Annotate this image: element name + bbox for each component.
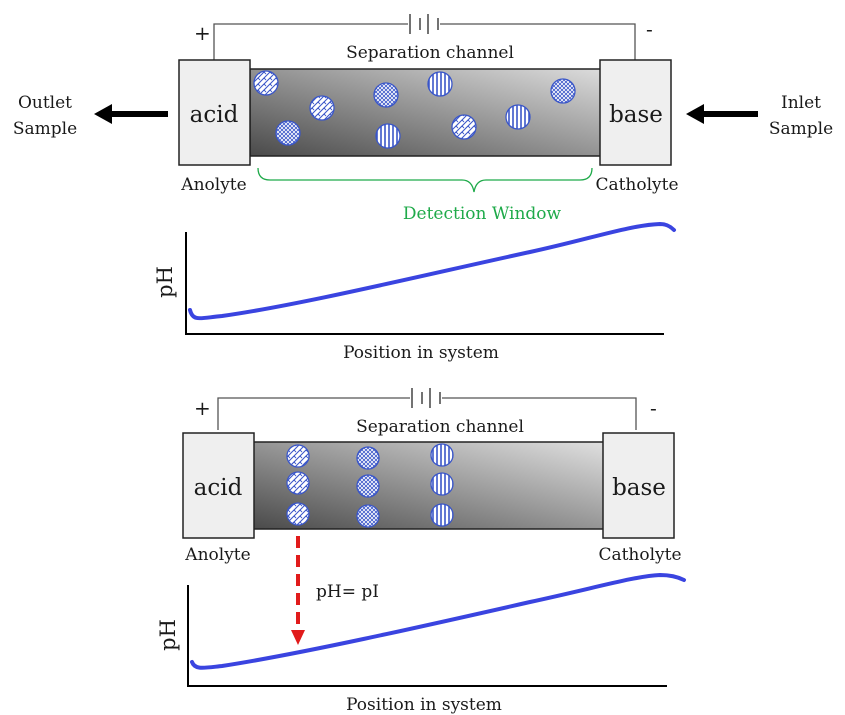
detection-window-brace — [257, 167, 593, 193]
bottom-base-label: base — [612, 475, 666, 501]
top-minus-sign: - — [646, 17, 653, 41]
particle-striped — [430, 503, 454, 527]
particle-dense — [356, 504, 380, 528]
particle-striped — [430, 443, 454, 467]
particle-dense — [550, 78, 576, 104]
bottom-base-reservoir — [602, 432, 675, 539]
inlet-label-line1: Inlet — [781, 93, 821, 113]
particle-dense — [356, 474, 380, 498]
bottom-circuit-wire — [217, 397, 637, 430]
top-plus-sign: + — [194, 21, 211, 45]
top-catholyte-label: Catholyte — [595, 175, 678, 195]
top-acid-reservoir — [178, 59, 251, 166]
top-ph-axis-label: pH — [153, 266, 177, 298]
top-acid-label: acid — [190, 102, 239, 128]
bottom-particles — [286, 443, 454, 528]
bottom-plot-axes — [187, 585, 667, 687]
particle-hatched — [309, 95, 335, 121]
bottom-catholyte-label: Catholyte — [598, 545, 681, 565]
particle-striped — [375, 123, 401, 149]
top-battery-icon — [409, 14, 439, 34]
bottom-plus-sign: + — [194, 396, 211, 420]
particle-hatched — [451, 114, 477, 140]
pi-marker-arrow — [291, 536, 305, 645]
top-channel-label: Separation channel — [346, 43, 514, 63]
pi-marker-label: pH= pI — [316, 582, 379, 602]
detection-window-label: Detection Window — [403, 204, 562, 224]
bottom-ph-axis-label: pH — [156, 619, 180, 651]
inlet-label-line2: Sample — [769, 119, 833, 139]
bottom-ph-curve — [190, 572, 686, 670]
particle-hatched — [286, 444, 310, 468]
particle-striped — [427, 71, 453, 97]
bottom-ph-plot: pH Position in system — [156, 572, 686, 715]
bottom-minus-sign: - — [650, 396, 657, 420]
outlet-arrow — [94, 104, 168, 124]
outlet-label-line1: Outlet — [18, 93, 72, 113]
bottom-acid-reservoir — [182, 432, 255, 539]
top-particles — [253, 70, 576, 149]
top-plot-axes — [185, 232, 664, 335]
top-ph-plot: pH Position in system — [153, 221, 676, 363]
particle-dense — [373, 82, 399, 108]
top-separation-channel — [249, 68, 603, 157]
particle-hatched — [253, 70, 279, 96]
top-circuit-wire — [213, 23, 636, 60]
bottom-system: + - Separation channel acid base Anolyte… — [156, 388, 686, 715]
top-anolyte-label: Anolyte — [180, 175, 246, 195]
bottom-position-axis-label: Position in system — [346, 695, 502, 715]
outlet-label-line2: Sample — [13, 119, 77, 139]
bottom-channel-label: Separation channel — [356, 417, 524, 437]
top-position-axis-label: Position in system — [343, 343, 499, 363]
top-ph-curve — [188, 221, 676, 321]
top-system: + - Separation channel acid base Anolyte… — [13, 14, 833, 363]
particle-hatched — [286, 502, 310, 526]
top-base-label: base — [609, 102, 663, 128]
particle-striped — [430, 472, 454, 496]
particle-hatched — [286, 471, 310, 495]
bottom-battery-icon — [411, 388, 441, 408]
top-base-reservoir — [599, 59, 672, 166]
particle-dense — [275, 120, 301, 146]
bottom-separation-channel — [252, 441, 606, 530]
particle-striped — [505, 104, 531, 130]
particle-dense — [356, 446, 380, 470]
bottom-acid-label: acid — [194, 475, 243, 501]
inlet-arrow — [686, 104, 758, 124]
bottom-anolyte-label: Anolyte — [184, 545, 250, 565]
